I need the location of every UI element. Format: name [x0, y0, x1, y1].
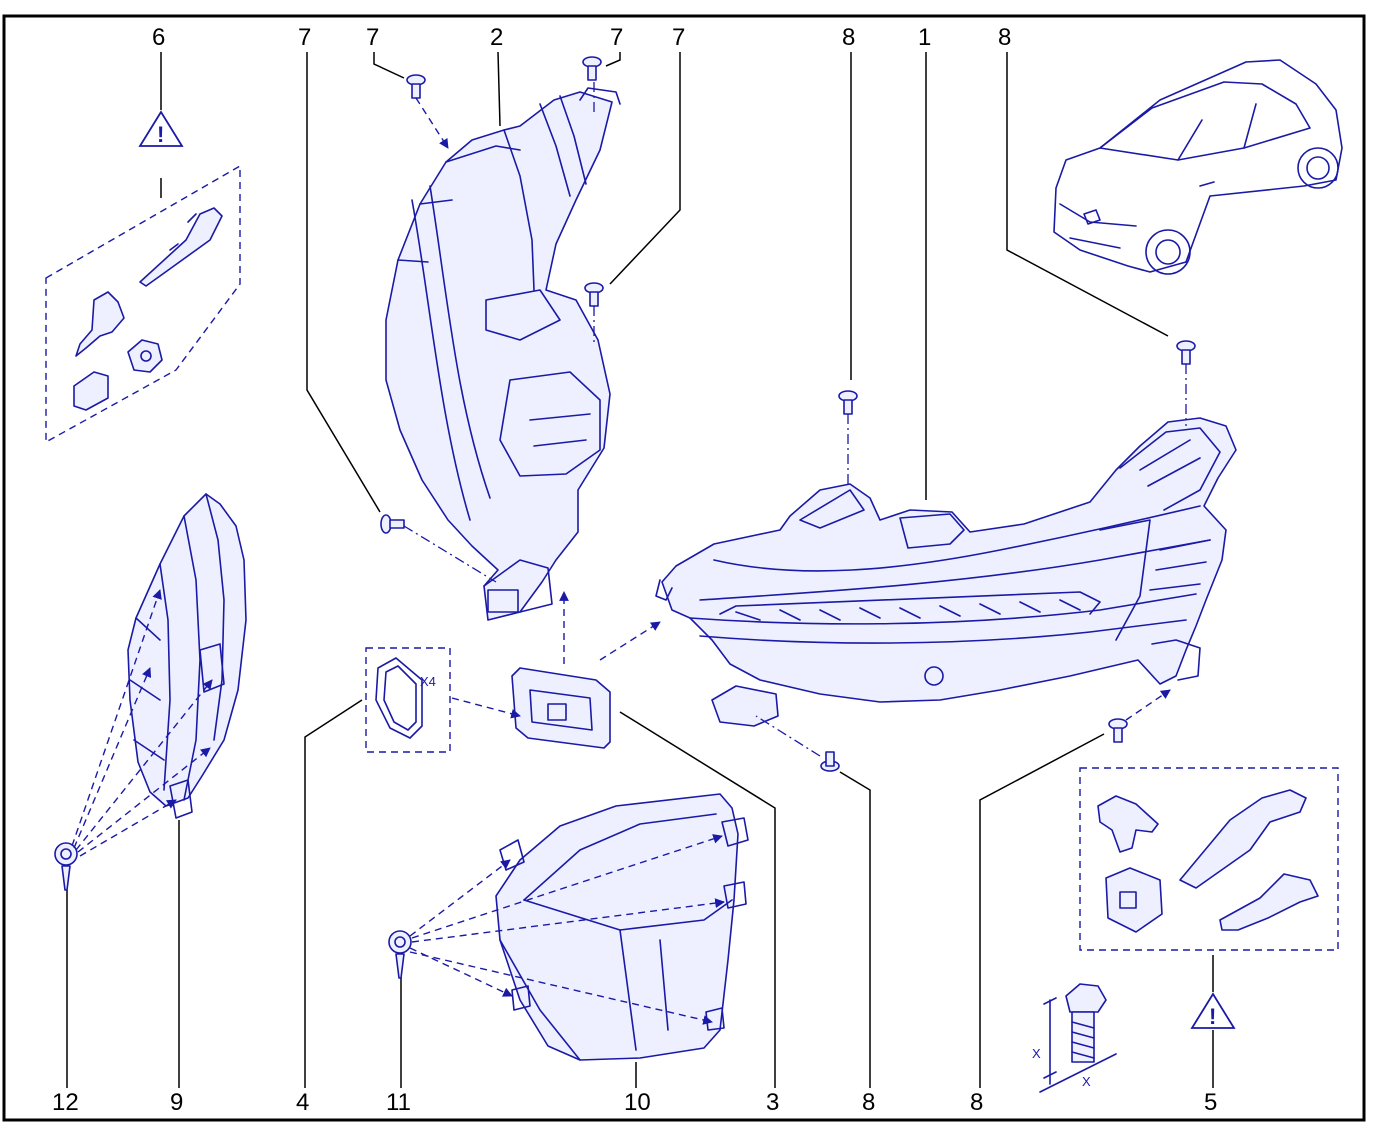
- screw-part-7: [584, 282, 604, 307]
- bottom-callouts: 12 9 4 11 10 3 8 8 5: [52, 1089, 1217, 1116]
- module-box-part-10: [495, 793, 749, 1061]
- screws: [54, 56, 1196, 979]
- callout-1-label: 1: [918, 24, 931, 51]
- callout-8-label-d: 8: [970, 1089, 983, 1116]
- screw-part-11: [388, 930, 412, 979]
- screw-part-7: [582, 56, 602, 81]
- callout-7-label-c: 7: [610, 24, 623, 51]
- svg-text:!: !: [1209, 1004, 1216, 1029]
- leader-lines: [66, 51, 1214, 1088]
- screw-part-8: [1108, 718, 1128, 743]
- callout-7-label-a: 7: [298, 24, 311, 51]
- callout-3-label: 3: [766, 1089, 779, 1116]
- callout-8-label-c: 8: [862, 1089, 875, 1116]
- callout-8-label-b: 8: [998, 24, 1011, 51]
- callout-5-label: 5: [1204, 1089, 1217, 1116]
- callout-4-label: 4: [296, 1089, 309, 1116]
- top-callouts: 6 7 7 2 7 7 8 1 8: [152, 24, 1011, 51]
- screw-part-8: [820, 751, 840, 772]
- callout-11-label: 11: [386, 1089, 411, 1116]
- svg-text:!: !: [157, 122, 164, 147]
- side-module-part-9: [127, 493, 247, 819]
- callout-8-label-a: 8: [842, 24, 855, 51]
- callout-7-label-b: 7: [366, 24, 379, 51]
- callout-2-label: 2: [490, 24, 503, 51]
- headlamp-assembly-part-2: [385, 87, 621, 621]
- screw-part-8: [1176, 340, 1196, 365]
- screw-part-8: [838, 390, 858, 415]
- seal-kit-part-4: X4: [365, 647, 451, 753]
- callout-7-label-d: 7: [672, 24, 685, 51]
- bolt-dimension-detail: X X: [1032, 983, 1117, 1093]
- warning-icon: !: [1190, 992, 1236, 1029]
- headlamp-assembly-part-1: [655, 417, 1237, 727]
- control-unit-part-3: [511, 667, 611, 749]
- callout-9-label: 9: [170, 1089, 183, 1116]
- quantity-label: X4: [420, 674, 436, 689]
- warning-icon: !: [138, 110, 184, 147]
- callout-10-label: 10: [624, 1089, 651, 1116]
- screw-part-12: [54, 842, 78, 891]
- screw-part-7: [406, 74, 426, 99]
- dimension-x-label: X: [1032, 1046, 1041, 1061]
- diagram-border: [2, 14, 1366, 1122]
- vehicle-illustration: [1053, 59, 1343, 275]
- repair-kit-5: [1079, 767, 1339, 951]
- assembly-arrows: [71, 82, 1187, 1025]
- dimension-x-label: X: [1082, 1074, 1091, 1089]
- callout-12-label: 12: [52, 1089, 79, 1116]
- screw-part-7: [380, 514, 405, 534]
- callout-6-label: 6: [152, 24, 165, 51]
- repair-kit-6: [45, 164, 241, 444]
